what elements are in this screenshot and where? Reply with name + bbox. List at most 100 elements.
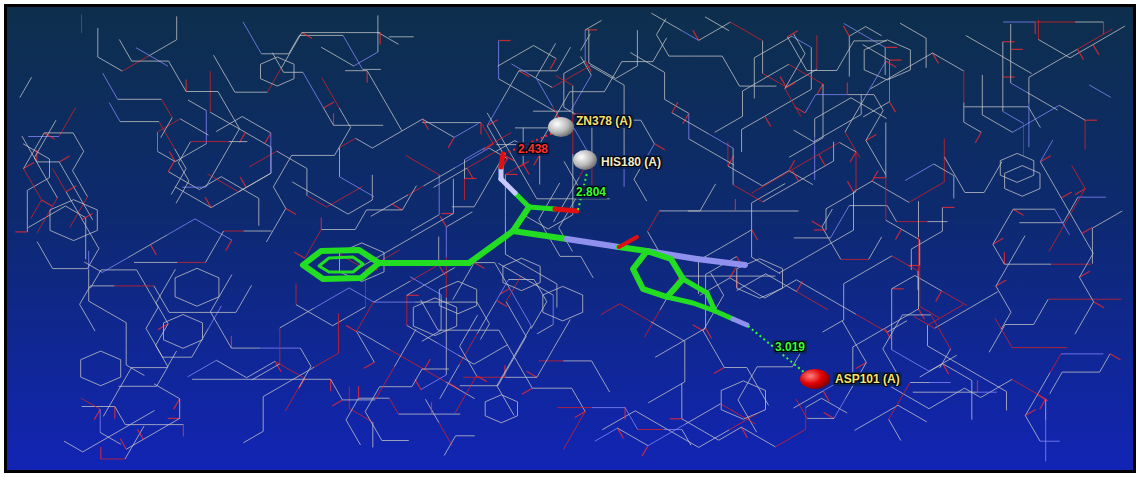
wire-bond: [918, 201, 919, 237]
wire-bond: [853, 192, 854, 230]
wire-bond: [519, 167, 537, 199]
wire-bond: [721, 410, 743, 420]
docking-view: ZN378 (A)2.438HIS180 (A)2.8043.019ASP101…: [4, 4, 1136, 473]
wire-bond: [1078, 197, 1106, 198]
wire-bond: [94, 409, 100, 419]
wire-bond: [499, 79, 527, 95]
wire-bond: [338, 314, 339, 354]
wire-bond: [721, 404, 756, 425]
wire-bond: [1001, 312, 1011, 329]
wire-bond: [183, 340, 203, 349]
wire-bond: [602, 411, 635, 430]
wire-bond: [195, 312, 236, 313]
wire-bond: [706, 328, 712, 338]
wire-bond: [218, 278, 219, 297]
wire-bond: [206, 231, 224, 262]
wire-bond: [1049, 216, 1069, 251]
wire-bond: [1040, 441, 1060, 442]
wire-bond: [655, 339, 687, 357]
residue-label: ASP101 (A): [833, 372, 902, 386]
wire-bond: [743, 79, 763, 91]
wire-bond: [126, 365, 144, 376]
wire-bond: [322, 78, 340, 108]
wire-bond: [1078, 49, 1084, 59]
wire-bond: [823, 116, 824, 138]
wire-bond: [273, 155, 291, 187]
wire-bond: [261, 57, 278, 64]
wire-bond: [243, 431, 263, 443]
wire-bond: [357, 331, 375, 362]
wire-bond: [406, 295, 407, 325]
wire-bond: [533, 270, 557, 284]
wire-bond: [819, 154, 825, 164]
wire-bond: [307, 196, 327, 207]
wire-bond: [348, 200, 372, 214]
wire-bond: [533, 111, 570, 112]
wire-bond: [413, 298, 435, 307]
wire-bond: [294, 252, 304, 258]
wire-bond: [425, 214, 453, 230]
wire-bond: [253, 379, 289, 380]
wire-bond: [794, 237, 831, 238]
wire-bond: [895, 229, 901, 239]
wire-bond: [1003, 22, 1035, 23]
distance-value: 3.019: [773, 340, 807, 354]
wire-bond: [1014, 236, 1025, 255]
wire-bond: [826, 192, 856, 209]
wire-bond: [66, 192, 82, 220]
wire-bond: [815, 98, 851, 119]
wire-bond: [944, 157, 965, 193]
wire-bond: [814, 137, 815, 180]
wire-bond: [192, 328, 209, 357]
wire-bond: [59, 156, 69, 162]
wire-bond: [1013, 63, 1032, 74]
wire-bond: [648, 424, 685, 446]
wire-bond: [339, 108, 350, 128]
wire-bond: [175, 297, 197, 306]
wire-bond: [982, 75, 983, 115]
wire-bond: [717, 276, 737, 277]
his-atom: [573, 150, 597, 170]
wire-bond: [730, 22, 762, 41]
wire-bond: [452, 206, 474, 207]
wire-bond: [1000, 153, 1017, 160]
wire-bond: [590, 66, 624, 86]
wire-bond: [1075, 302, 1094, 334]
wire-bond: [856, 152, 857, 192]
wire-bond: [592, 407, 625, 408]
wire-bond: [891, 289, 892, 330]
wire-bond: [342, 399, 375, 400]
wire-bond: [1040, 173, 1041, 188]
wire-bond: [164, 340, 184, 349]
wire-bond: [359, 398, 390, 399]
wire-bond: [330, 379, 331, 391]
wire-bond: [865, 61, 886, 98]
wire-bond: [460, 385, 498, 386]
wire-bond: [261, 348, 301, 349]
wire-bond: [292, 155, 335, 156]
wire-bond: [897, 221, 928, 222]
wire-bond: [1061, 49, 1077, 59]
wire-bond: [154, 286, 169, 313]
wire-bond: [807, 418, 834, 419]
wire-bond: [498, 55, 518, 67]
wire-bond: [460, 315, 478, 346]
wire-bond: [754, 58, 755, 99]
wire-bond: [1085, 120, 1097, 121]
wire-bond: [510, 289, 532, 327]
wire-bond: [474, 263, 484, 269]
wire-bond: [82, 406, 115, 407]
wire-bond: [88, 270, 89, 301]
wire-bond: [792, 36, 812, 47]
wire-bond: [407, 295, 419, 296]
wire-bond: [855, 420, 873, 430]
wire-bond: [993, 209, 1013, 244]
wire-bond: [81, 377, 101, 386]
wire-bond: [375, 367, 394, 400]
wire-bond: [1045, 399, 1046, 420]
wire-bond: [82, 214, 92, 220]
wire-bond: [59, 162, 79, 197]
wire-bond: [501, 416, 517, 423]
wire-bond: [80, 360, 81, 377]
wire-bond: [699, 22, 731, 40]
